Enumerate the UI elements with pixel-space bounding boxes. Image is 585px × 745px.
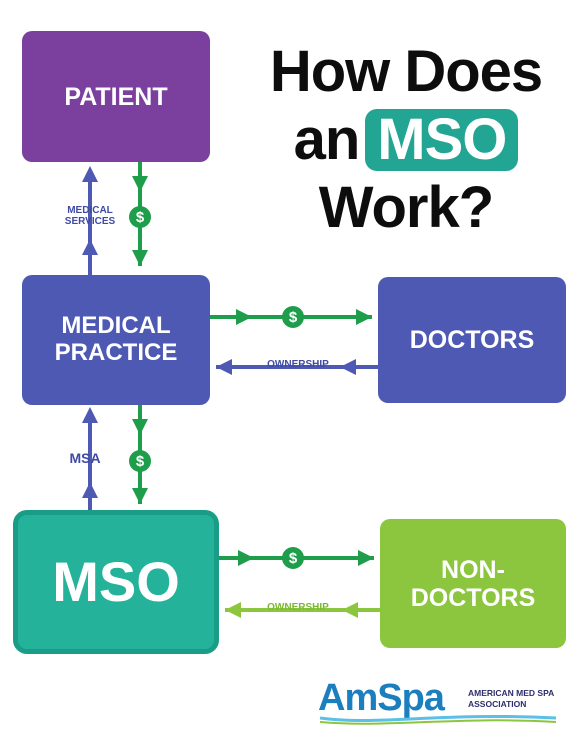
- amspa-logo: AmSpa AMERICAN MED SPA ASSOCIATION: [318, 676, 558, 726]
- logo-wave-icon: [319, 714, 557, 725]
- arrow-non-doctors-to-mso: [225, 602, 380, 618]
- title-line-1: How Does: [269, 39, 543, 104]
- dollar-icon: $: [129, 450, 151, 472]
- dollar-icon: $: [129, 206, 151, 228]
- arrow-practice-to-patient: [82, 166, 98, 275]
- ownership-non-doctors-label: OWNERSHIP: [267, 602, 329, 613]
- dollar-icon: $: [282, 547, 304, 569]
- arrow-mso-to-practice: [82, 407, 98, 510]
- title-line-3: Work?: [318, 175, 494, 240]
- mso-box: MSO: [13, 510, 219, 654]
- logo-wordmark: AmSpa: [318, 677, 445, 719]
- non-doctors-box: NON-DOCTORS: [380, 519, 566, 648]
- title-line-2-prefix: an: [293, 107, 361, 172]
- ownership-doctors-label: OWNERSHIP: [267, 359, 329, 370]
- title-highlight-mso: MSO: [365, 109, 519, 171]
- arrow-doctors-to-practice: [216, 359, 378, 375]
- patient-box: PATIENT: [22, 31, 210, 162]
- msa-label: MSA: [69, 450, 101, 466]
- logo-subtitle: AMERICAN MED SPA ASSOCIATION: [468, 688, 554, 709]
- doctors-box: DOCTORS: [378, 277, 566, 403]
- dollar-icon: $: [282, 306, 304, 328]
